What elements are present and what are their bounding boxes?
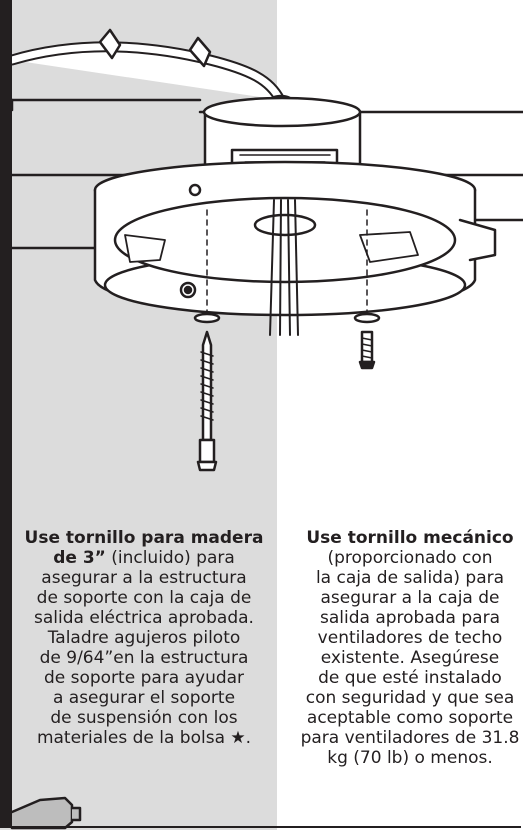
right-caption-line: existente. Asegúrese — [320, 648, 500, 668]
right-caption: Use tornillo mecánico (proporcionado con… — [284, 528, 523, 768]
washer-right-icon — [353, 312, 381, 324]
wires-icon — [269, 199, 299, 336]
left-caption-line: salida eléctrica aprobada. — [34, 608, 254, 628]
guide-lines — [206, 209, 368, 321]
right-caption-line: (proporcionado con — [327, 548, 493, 568]
mounting-bracket-icon — [93, 160, 497, 317]
left-caption-bold-1: Use tornillo para madera — [24, 528, 264, 548]
washer-left-icon — [193, 312, 221, 324]
right-caption-line: de que esté instalado — [318, 668, 502, 688]
right-caption-line: asegurar a la caja de — [320, 588, 500, 608]
right-caption-line: aceptable como soporte — [306, 708, 514, 728]
right-caption-line: para ventiladores de 31.8 — [300, 728, 520, 748]
left-caption: Use tornillo para madera de 3” (incluido… — [10, 528, 278, 748]
left-caption-line: de suspensión con los — [50, 708, 238, 728]
right-caption-bold-1: Use tornillo mecánico — [306, 528, 514, 548]
left-caption-line: de soporte con la caja de — [36, 588, 252, 608]
left-caption-line: a asegurar el soporte — [52, 688, 236, 708]
left-caption-line: asegurar a la estructura — [41, 568, 247, 588]
left-caption-last-line: materiales de la bolsa — [36, 728, 225, 748]
right-caption-line: la caja de salida) para — [315, 568, 505, 588]
cable-icon — [6, 28, 293, 106]
star-icon: ★. — [230, 728, 252, 748]
right-caption-line: kg (70 lb) o menos. — [327, 748, 493, 768]
wood-screw-icon — [196, 330, 218, 472]
left-caption-rest-2: (incluido) para — [105, 548, 235, 568]
left-caption-line: de 9/64”en la estructura — [39, 648, 249, 668]
left-caption-line: Taladre agujeros piloto — [47, 628, 241, 648]
left-caption-line: de soporte para ayudar — [43, 668, 245, 688]
right-caption-clip: Use tornillo mecánico (proporcionado con… — [284, 528, 523, 828]
drill-icon — [10, 796, 82, 830]
right-caption-line: salida aprobada para — [320, 608, 500, 628]
machine-screw-icon — [358, 330, 376, 370]
right-caption-line: con seguridad y que sea — [305, 688, 515, 708]
left-caption-bold-2: de 3” — [53, 548, 106, 568]
right-caption-line: ventiladores de techo — [317, 628, 503, 648]
